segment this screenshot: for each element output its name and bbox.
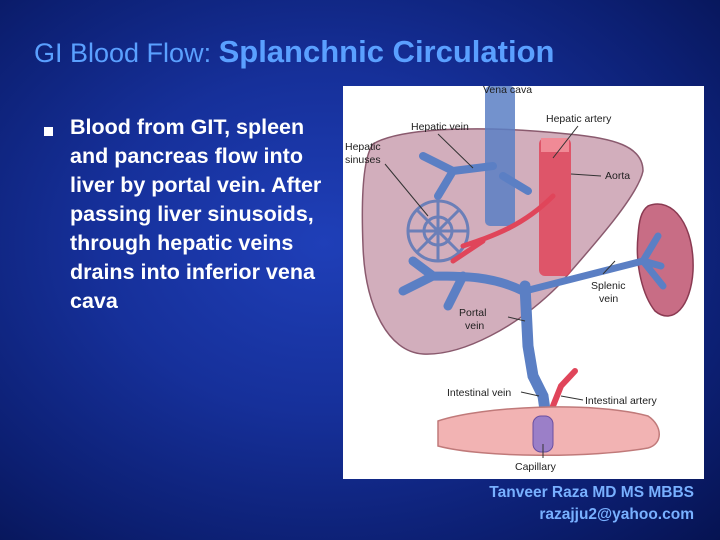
label-hepatic-sinuses-2: sinuses	[345, 154, 381, 166]
slide-title: GI Blood Flow: Splanchnic Circulation	[34, 34, 714, 70]
label-splenic-vein-1: Splenic	[591, 280, 625, 292]
bullet-list: Blood from GIT, spleen and pancreas flow…	[44, 113, 326, 316]
credit-name: Tanveer Raza MD MS MBBS	[489, 484, 694, 501]
label-aorta: Aorta	[605, 170, 630, 182]
label-hepatic-vein: Hepatic vein	[411, 121, 469, 133]
label-hepatic-artery: Hepatic artery	[546, 113, 612, 125]
title-prefix: GI Blood Flow:	[34, 38, 219, 68]
label-intestinal-artery: Intestinal artery	[585, 395, 658, 407]
hepatic-sinus-lobule	[406, 199, 470, 263]
bullet-square-icon	[44, 127, 53, 136]
splenic-vein	[521, 232, 667, 295]
aorta-top-shape	[541, 138, 569, 152]
label-splenic-vein-2: vein	[599, 293, 618, 305]
label-capillary: Capillary	[515, 461, 557, 473]
author-credit: Tanveer Raza MD MS MBBS razajju2@yahoo.c…	[489, 482, 694, 526]
label-vena-cava: Vena cava	[483, 86, 532, 96]
credit-email: razajju2@yahoo.com	[539, 506, 694, 523]
splanchnic-circulation-diagram: Vena cava Hepatic vein Hepatic artery He…	[343, 86, 704, 479]
label-hepatic-sinuses-1: Hepatic	[345, 141, 381, 153]
spleen-shape	[636, 203, 694, 317]
label-portal-vein-2: vein	[465, 320, 484, 332]
hepatic-vein-branches	[419, 152, 532, 200]
label-intestinal-vein: Intestinal vein	[447, 387, 511, 399]
vena-cava-shape	[485, 86, 515, 226]
diagram-svg: Vena cava Hepatic vein Hepatic artery He…	[345, 86, 694, 473]
leader-lines	[384, 125, 616, 458]
bullet-text: Blood from GIT, spleen and pancreas flow…	[70, 115, 322, 313]
label-portal-vein-1: Portal	[459, 307, 486, 319]
portal-vein-branches	[398, 256, 528, 311]
aorta-shape	[539, 138, 571, 276]
title-main: Splanchnic Circulation	[218, 34, 555, 69]
hepatic-artery-branches	[450, 193, 556, 264]
